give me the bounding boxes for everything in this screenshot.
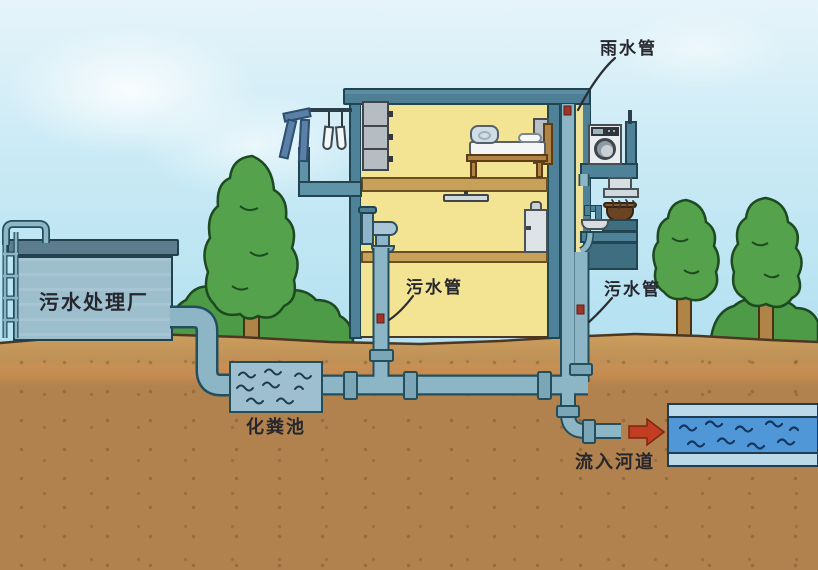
ceiling-lamp bbox=[464, 191, 468, 196]
water-dispenser-tap bbox=[526, 226, 531, 230]
kitchen-faucet-arm bbox=[585, 205, 601, 212]
kitchen-faucet-spout bbox=[584, 205, 591, 216]
counter-support bbox=[583, 242, 638, 270]
sewage-pipe-outdoor-label: 污水管 bbox=[604, 280, 661, 300]
treatment-plant-body bbox=[13, 256, 173, 341]
flow-arrow bbox=[628, 417, 666, 447]
river-channel bbox=[667, 403, 818, 467]
treatment-plant-label: 污水处理厂 bbox=[39, 290, 149, 314]
septic-tank bbox=[229, 361, 323, 413]
tree-right-1 bbox=[652, 198, 720, 343]
bed-leg bbox=[470, 161, 477, 178]
washing-machine bbox=[588, 124, 622, 165]
dresser-handle bbox=[388, 111, 393, 117]
dresser-handle bbox=[388, 156, 393, 162]
river-water bbox=[669, 416, 817, 454]
rain-pipe-label: 雨水管 bbox=[600, 39, 657, 59]
kitchen-faucet-riser bbox=[595, 205, 602, 220]
leader-lines bbox=[387, 56, 617, 324]
dresser-handle bbox=[388, 134, 393, 140]
bed-pillow bbox=[518, 133, 542, 143]
vent-rod bbox=[628, 110, 632, 124]
sewage-pipe-house-label: 污水管 bbox=[406, 278, 463, 298]
toilet-tank-lid bbox=[358, 206, 377, 214]
septic-tank-label: 化粪池 bbox=[246, 417, 306, 438]
bed-frame bbox=[466, 154, 548, 162]
toilet-bowl bbox=[372, 221, 398, 236]
bed-leg bbox=[536, 161, 543, 178]
treatment-plant-lid bbox=[7, 239, 179, 256]
river-waves bbox=[678, 420, 800, 450]
steam-wisps bbox=[611, 199, 636, 209]
water-dispenser-bottle bbox=[530, 201, 542, 211]
kitchen-sink bbox=[581, 219, 609, 230]
ceiling-lamp-shade bbox=[443, 194, 489, 202]
septic-tank-waves bbox=[236, 368, 312, 405]
washing-machine-door bbox=[594, 138, 616, 160]
bed-folded-blanket bbox=[470, 125, 499, 144]
floor-slab-lower bbox=[361, 251, 548, 263]
range-hood bbox=[603, 188, 639, 198]
washing-machine-panel bbox=[591, 127, 619, 136]
flow-into-river-label: 流入河道 bbox=[575, 452, 655, 473]
pipe-joint-marks bbox=[376, 105, 585, 324]
pipe-flanges bbox=[343, 349, 596, 444]
